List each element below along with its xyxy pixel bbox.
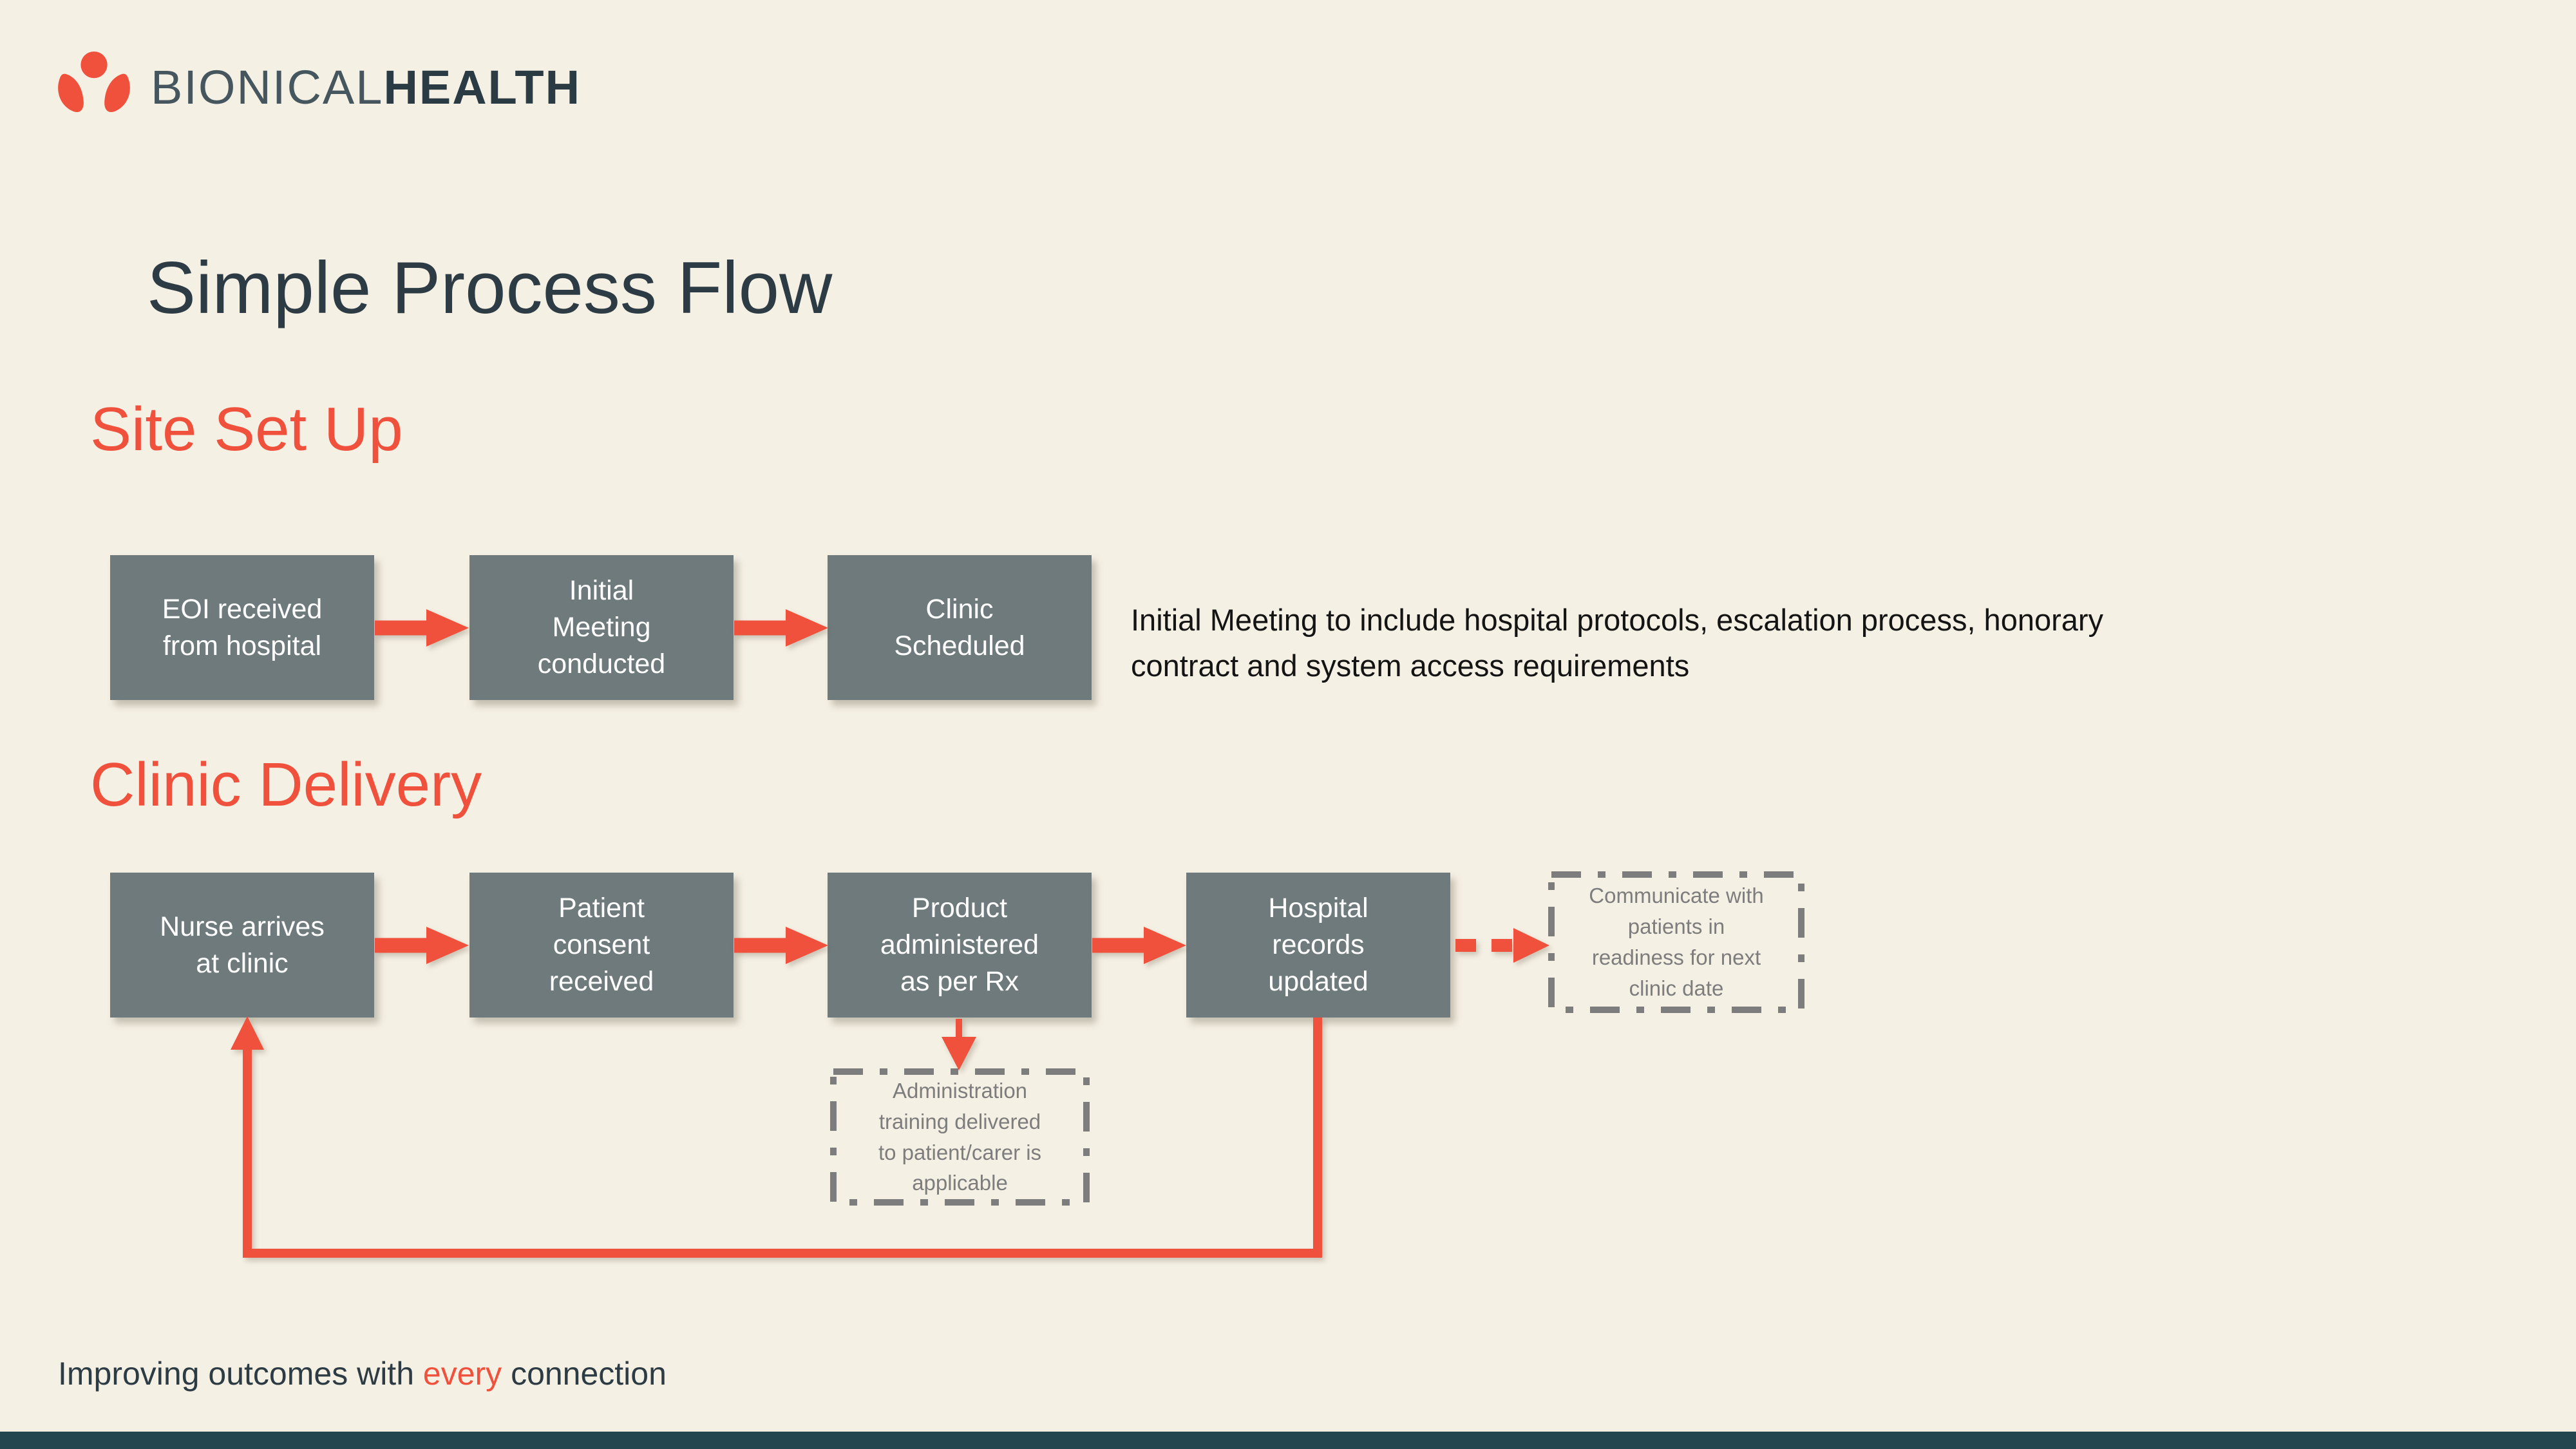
arrow-loop-records-to-nurse [231, 1016, 1322, 1258]
people-heart-icon [58, 51, 130, 113]
footer-tagline: Improving outcomes with every connection [58, 1355, 667, 1392]
box-initial-meeting: Initial Meeting conducted [469, 555, 734, 700]
brand-name-light: BIONICAL [151, 60, 384, 114]
box-product-administered: Product administered as per Rx [828, 873, 1092, 1018]
box-patient-consent: Patient consent received [469, 873, 734, 1018]
arrow-nurse-to-consent [375, 927, 469, 964]
brand-name-bold: HEALTH [383, 60, 582, 114]
footer-tagline-prefix: Improving outcomes with [58, 1356, 423, 1392]
brand-name: BIONICALHEALTH [151, 60, 581, 115]
box-communicate-patients: Communicate with patients in readiness f… [1548, 871, 1805, 1014]
dash-dot-border [1548, 871, 1804, 1013]
page-title: Simple Process Flow [147, 247, 833, 329]
arrow-product-to-records [1092, 927, 1186, 964]
footer-tagline-highlight: every [422, 1356, 502, 1392]
initial-meeting-note: Initial Meeting to include hospital prot… [1131, 603, 2104, 683]
arrow-consent-to-product [734, 927, 828, 964]
box-communicate-patients-label: Communicate with patients in readiness f… [1589, 884, 1764, 1000]
box-nurse-arrives: Nurse arrives at clinic [110, 873, 374, 1018]
arrow-product-to-admin-training [942, 1019, 976, 1070]
section-heading-site-setup: Site Set Up [90, 395, 403, 464]
arrow-eoi-to-meeting [375, 609, 469, 647]
footer-tagline-suffix: connection [502, 1356, 667, 1392]
arrow-records-to-communicate-dashed [1455, 928, 1549, 963]
box-admin-training: Administration training delivered to pat… [829, 1068, 1090, 1206]
brand-logo: BIONICALHEALTH [54, 50, 581, 115]
box-admin-training-label: Administration training delivered to pat… [878, 1078, 1042, 1195]
arrow-meeting-to-scheduled [734, 609, 828, 647]
box-clinic-scheduled: Clinic Scheduled [828, 555, 1092, 700]
box-eoi-received: EOI received from hospital [110, 555, 374, 700]
box-hospital-records: Hospital records updated [1186, 873, 1450, 1018]
section-heading-clinic-delivery: Clinic Delivery [90, 750, 482, 819]
bottom-accent-bar [0, 1432, 2576, 1449]
